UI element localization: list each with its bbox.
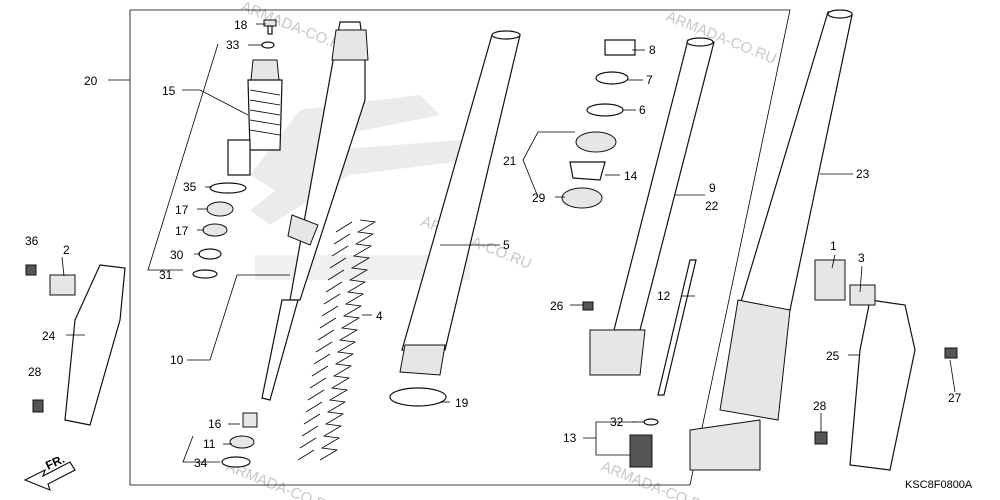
- fork-spring: [297, 219, 377, 461]
- callout-18: 18: [234, 18, 248, 32]
- callout-23: 23: [856, 167, 870, 181]
- callout-35: 35: [183, 180, 197, 194]
- seal-stack: [561, 39, 636, 209]
- callout-3: 3: [858, 251, 865, 265]
- callout-17: 17: [175, 224, 189, 238]
- right-fork-guard: [814, 259, 958, 471]
- callout-17: 17: [175, 203, 189, 217]
- callout-24: 24: [42, 329, 56, 343]
- callout-31: 31: [159, 268, 173, 282]
- assembly-frame: [129, 9, 791, 486]
- callout-19: 19: [455, 396, 469, 410]
- left-fork-guard: [25, 264, 126, 426]
- callout-27: 27: [948, 391, 962, 405]
- callout-33: 33: [226, 38, 240, 52]
- callout-20: 20: [84, 74, 98, 88]
- watermark: ARMADA-CO.RU: [664, 8, 779, 68]
- bolt-26-icon: [582, 301, 594, 311]
- leader-lines: [61, 23, 956, 463]
- diagram-code: KSC8F0800A: [905, 479, 973, 491]
- callout-21: 21: [503, 154, 517, 168]
- inner-tube-axle-holder: [589, 37, 715, 396]
- callout-11: 11: [203, 437, 216, 451]
- callout-9: 9: [709, 181, 716, 195]
- callout-28: 28: [813, 399, 827, 413]
- callout-7: 7: [646, 73, 653, 87]
- fork-cartridge-assembly: [192, 19, 369, 468]
- callout-4: 4: [376, 309, 383, 323]
- callout-30: 30: [170, 248, 184, 262]
- callout-16: 16: [208, 417, 222, 431]
- callout-6: 6: [639, 103, 646, 117]
- callout-36: 36: [25, 234, 39, 248]
- callout-13: 13: [563, 431, 577, 445]
- callout-labels: 18 33 20 15 35 17 17 30 31 10 16 11 34 3…: [25, 18, 962, 470]
- callout-22: 22: [705, 199, 719, 213]
- callout-26: 26: [550, 299, 564, 313]
- callout-25: 25: [826, 349, 840, 363]
- callout-5: 5: [503, 238, 510, 252]
- callout-10: 10: [170, 353, 184, 367]
- callout-12: 12: [657, 289, 671, 303]
- outer-tube: [389, 30, 521, 407]
- callout-29: 29: [532, 191, 546, 205]
- callout-28: 28: [28, 365, 42, 379]
- callout-8: 8: [649, 43, 656, 57]
- complete-fork-leg: [689, 9, 853, 471]
- front-direction-arrow-icon: FR.: [23, 452, 76, 492]
- callout-32: 32: [610, 415, 624, 429]
- callout-1: 1: [830, 239, 837, 253]
- callout-14: 14: [624, 169, 638, 183]
- callout-2: 2: [63, 243, 70, 257]
- callout-15: 15: [162, 84, 176, 98]
- callout-34: 34: [194, 456, 208, 470]
